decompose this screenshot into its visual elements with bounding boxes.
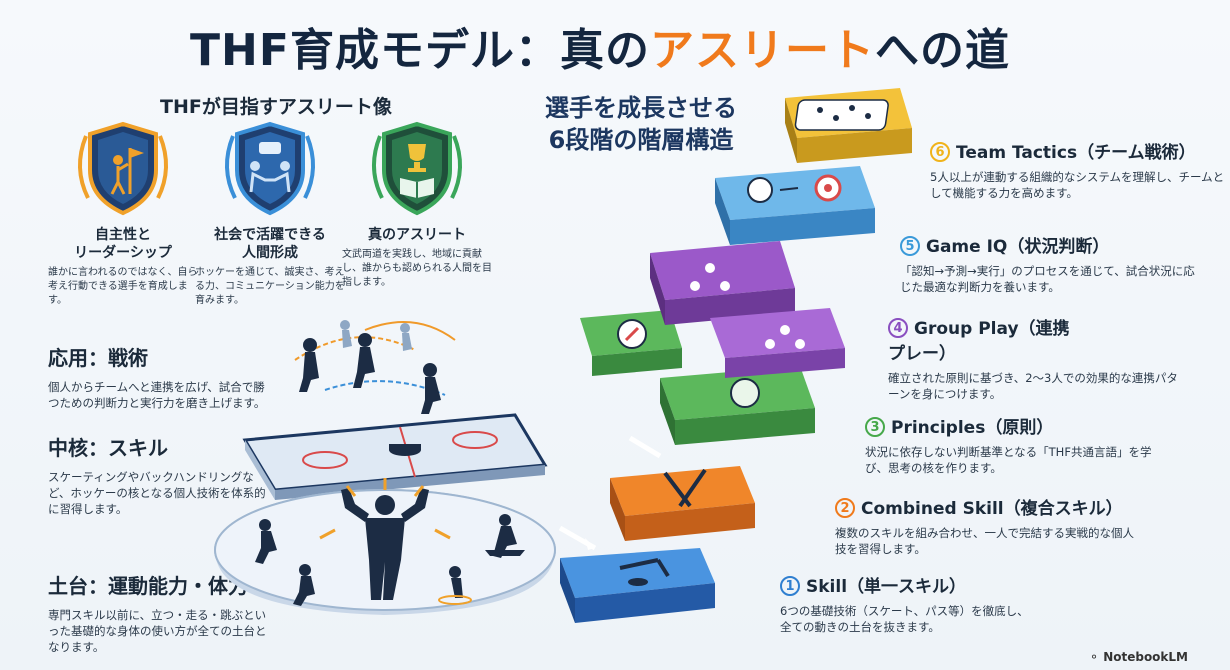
- step-3-block: [660, 366, 815, 445]
- step-title: 2 Combined Skill（複合スキル）: [835, 494, 1135, 519]
- pillar-title: 土台：運動能力・体力: [48, 574, 248, 598]
- pillar-title: 応用：戦術: [48, 346, 148, 370]
- step-number-badge: 3: [865, 417, 885, 437]
- step-1: 1 Skill（単一スキル） 6つの基礎技術（スケート、パス等）を徹底し、全ての動…: [780, 572, 1080, 635]
- step-number-badge: 5: [900, 236, 920, 256]
- badge-desc: ホッケーを通じて、誠実さ、考える力、コミュニケーション能力を育みます。: [195, 267, 345, 306]
- step-desc: 複数のスキルを組み合わせ、一人で完結する実戦的な個人技を習得します。: [835, 526, 1134, 556]
- step-4-block: [650, 241, 845, 378]
- step-1-block: [560, 548, 715, 623]
- pillar-desc: スケーティングやバックハンドリングなど、ホッケーの核となる個人技術を体系的に習得…: [48, 470, 266, 516]
- badge-desc: 誰かに言われるのではなく、自ら考え行動できる選手を育成します。: [48, 267, 198, 306]
- pillar-foundation: 土台：運動能力・体力 専門スキル以前に、立つ・走る・跳ぶといった基礎的な身体の使…: [48, 570, 273, 655]
- step-2-block: [610, 466, 755, 541]
- badge-social: 社会で活躍できる 人間形成 ホッケーを通じて、誠実さ、考える力、コミュニケーショ…: [195, 118, 345, 308]
- step-3: 3 Principles（原則） 状況に依存しない判断基準となる「THF共通言語」…: [865, 413, 1165, 476]
- step-number-badge: 6: [930, 142, 950, 162]
- title-accent: アスリート: [649, 25, 875, 76]
- step-5-block: [715, 166, 875, 245]
- step-title: 3 Principles（原則）: [865, 413, 1165, 438]
- step-5: 5 Game IQ（状況判断） 「認知→予測→実行」のプロセスを通じて、試合状況に…: [900, 232, 1200, 295]
- badge-true-athlete: 真のアスリート 文武両道を実践し、地域に貢献し、誰からも認められる人間を目指しま…: [342, 118, 492, 290]
- title-suffix: への道: [874, 25, 1010, 76]
- trophy-book-icon: [371, 121, 463, 216]
- pillar-title: 中核：スキル: [48, 436, 168, 460]
- pillar-tactics: 応用：戦術 個人からチームへと連携を広げ、試合で勝つための判断力と実行力を磨き上…: [48, 342, 273, 411]
- step-desc: 状況に依存しない判断基準となる「THF共通言語」を学び、思考の核を作ります。: [865, 445, 1152, 475]
- title-prefix: THF育成モデル：真の: [190, 25, 650, 76]
- badge-name: 真のアスリート: [368, 227, 466, 243]
- notebooklm-watermark: ⚬ NotebookLM: [1089, 650, 1188, 664]
- step-title-text: Game IQ（状況判断）: [926, 237, 1110, 257]
- pillar-desc: 専門スキル以前に、立つ・走る・跳ぶといった基礎的な身体の使い方が全ての土台となり…: [48, 608, 267, 654]
- step-title: 6 Team Tactics（チーム戦術）: [930, 138, 1230, 163]
- pillar-desc: 個人からチームへと連携を広げ、試合で勝つための判断力と実行力を磨き上げます。: [48, 380, 266, 410]
- step-6: 6 Team Tactics（チーム戦術） 5人以上が連動する組織的なシステムを理…: [930, 138, 1230, 201]
- footer-text: NotebookLM: [1103, 650, 1188, 664]
- step-title: 1 Skill（単一スキル）: [780, 572, 1080, 597]
- page-title: THF育成モデル：真のアスリートへの道: [0, 14, 1200, 78]
- badge-desc: 文武両道を実践し、地域に貢献し、誰からも認められる人間を目指します。: [342, 249, 492, 288]
- step-desc: 5人以上が連動する組織的なシステムを理解し、チームとして機能する力を高めます。: [930, 170, 1225, 200]
- step-number-badge: 4: [888, 318, 908, 338]
- handshake-icon: [224, 121, 316, 216]
- stairs-heading: 選手を成長させる 6段階の階層構造: [545, 94, 737, 154]
- step-title-text: Skill（単一スキル）: [806, 577, 967, 597]
- flag-person-icon: [77, 121, 169, 216]
- step-desc: 6つの基礎技術（スケート、パス等）を徹底し、全ての動きの土台を抜きます。: [780, 604, 1029, 634]
- pillar-skill: 中核：スキル スケーティングやバックハンドリングなど、ホッケーの核となる個人技術…: [48, 432, 273, 517]
- step-title: 5 Game IQ（状況判断）: [900, 232, 1200, 257]
- step-number-badge: 2: [835, 498, 855, 518]
- hockey-illustration: [214, 320, 556, 615]
- six-step-staircase: [558, 88, 912, 623]
- step-title-text: Team Tactics（チーム戦術）: [956, 143, 1196, 163]
- step-6-block: [785, 88, 912, 163]
- badge-name: 自主性と リーダーシップ: [74, 227, 172, 261]
- badge-leadership: 自主性と リーダーシップ 誰かに言われるのではなく、自ら考え行動できる選手を育成…: [48, 118, 198, 308]
- step-desc: 確立された原則に基づき、2〜3人での効果的な連携パターンを身につけます。: [888, 371, 1178, 401]
- athlete-section-heading: THFが目指すアスリート像: [160, 96, 392, 118]
- badge-name: 社会で活躍できる 人間形成: [214, 227, 326, 261]
- step-title-text: Principles（原則）: [891, 418, 1054, 438]
- step-desc: 「認知→予測→実行」のプロセスを通じて、試合状況に応じた最適な判断力を養います。: [900, 264, 1195, 294]
- step-number-badge: 1: [780, 576, 800, 596]
- step-2: 2 Combined Skill（複合スキル） 複数のスキルを組み合わせ、一人で完…: [835, 494, 1135, 557]
- step-title-text: Combined Skill（複合スキル）: [861, 499, 1123, 519]
- notebooklm-logo-icon: ⚬: [1088, 650, 1099, 664]
- step-title-text: Group Play（連携プレー）: [888, 319, 1070, 364]
